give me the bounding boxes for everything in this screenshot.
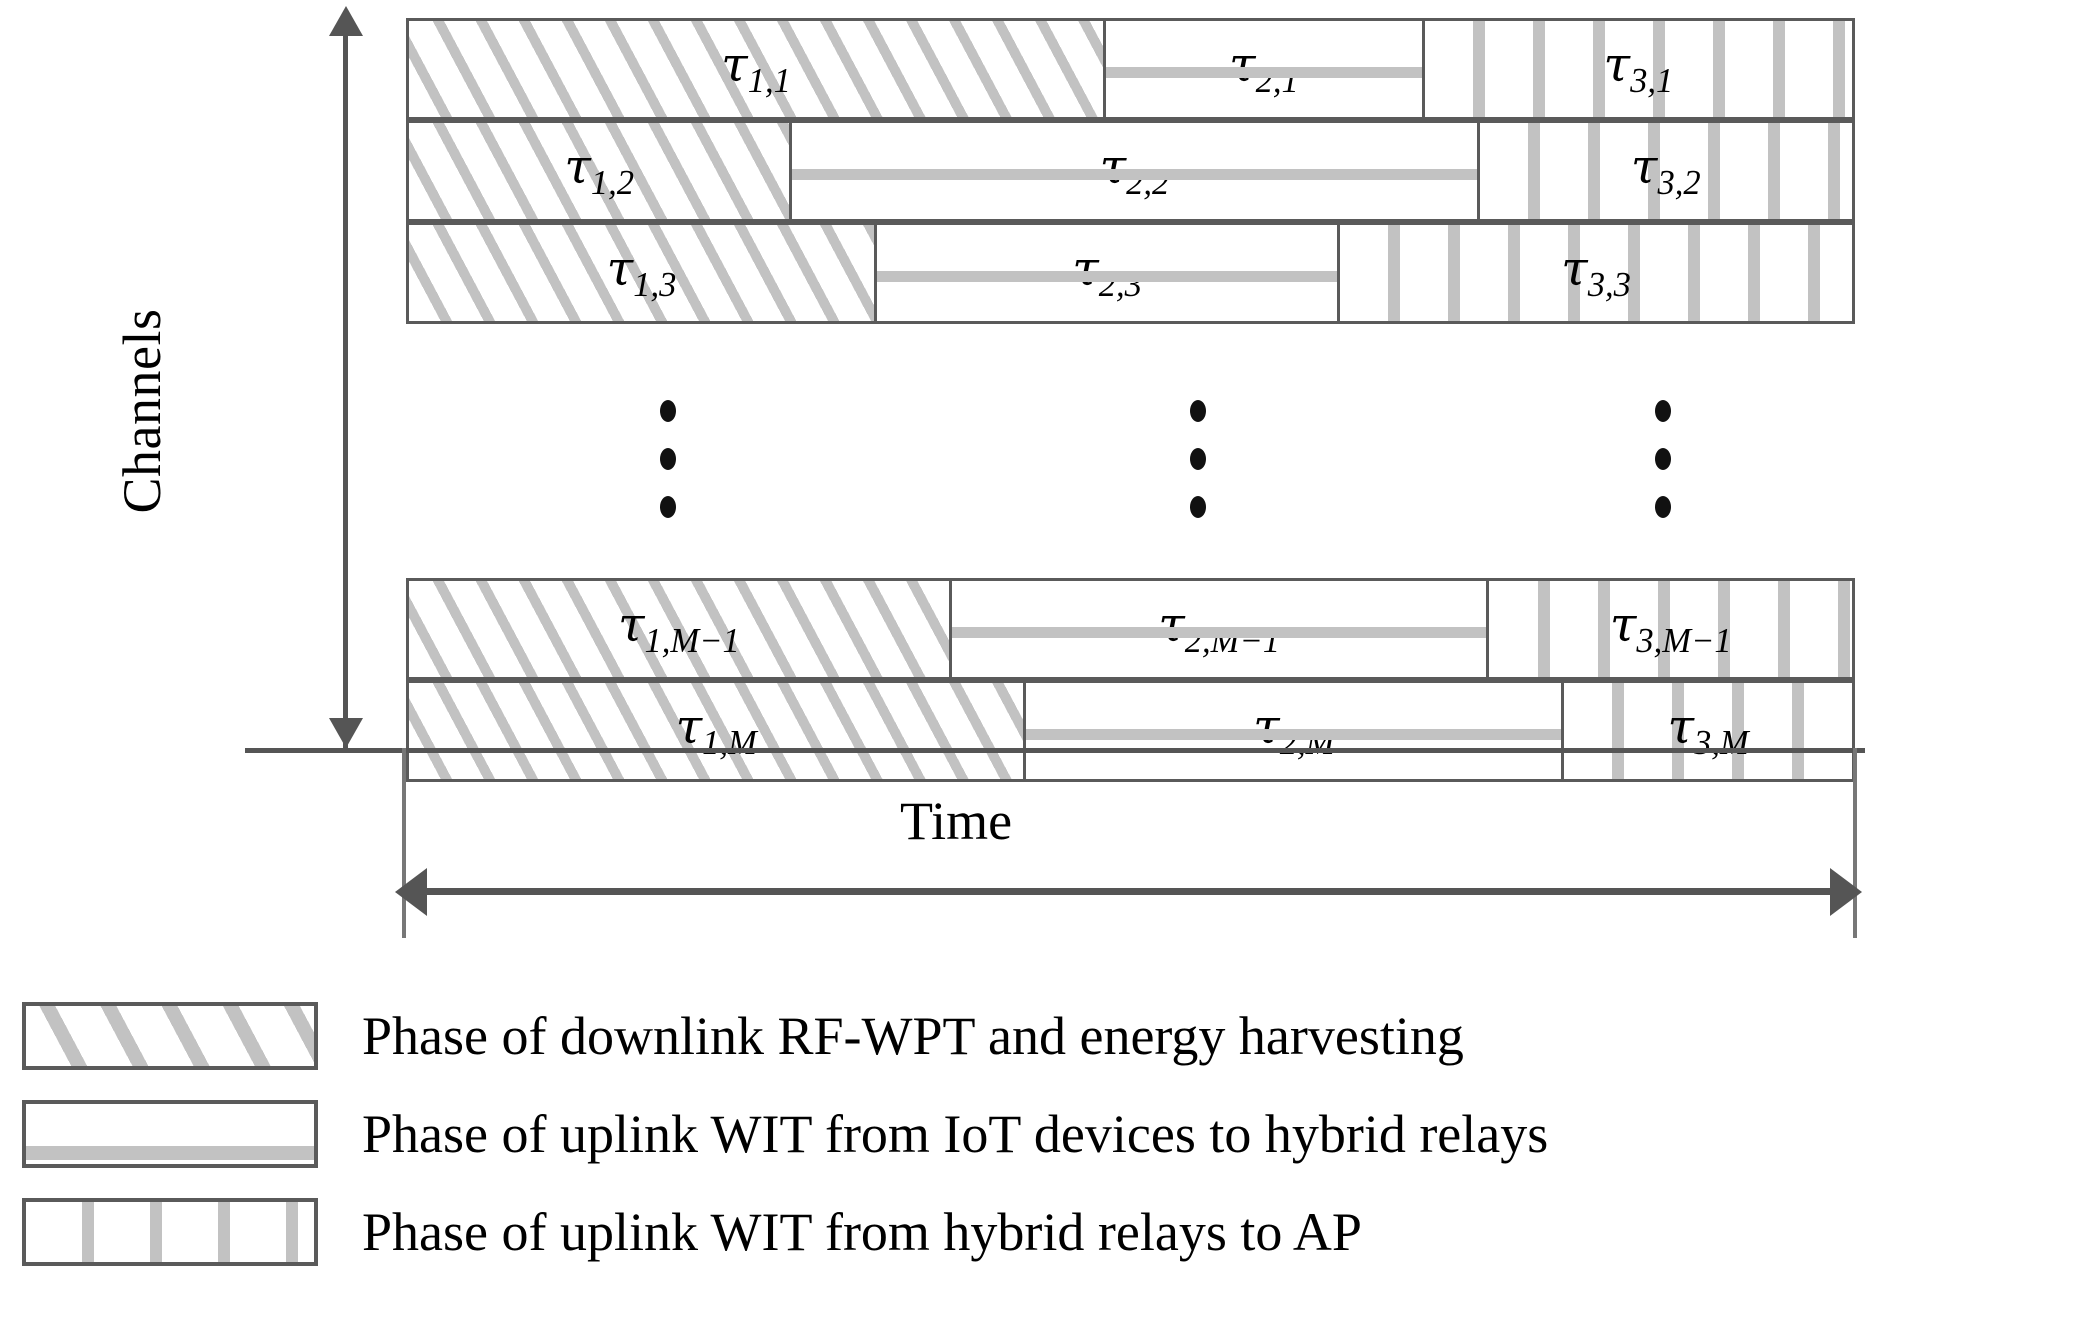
segment-label: 𝜏2,2 bbox=[1099, 141, 1170, 202]
segment-label: 𝜏3,M bbox=[1667, 701, 1749, 762]
legend-item-phase-2: Phase of uplink WIT from IoT devices to … bbox=[22, 1098, 2062, 1170]
channel-row: 𝜏1,3 𝜏2,3 𝜏3,3 bbox=[406, 222, 1855, 324]
segment-label: 𝜏3,3 bbox=[1561, 243, 1631, 304]
channel-row: 𝜏1,1 𝜏2,1 𝜏3,1 bbox=[406, 18, 1855, 120]
vertical-ellipsis bbox=[660, 400, 676, 544]
vertical-bars-swatch-icon bbox=[22, 1198, 318, 1266]
segment-label: 𝜏3,1 bbox=[1603, 39, 1674, 100]
segment-phase-2: 𝜏2,1 bbox=[1106, 21, 1425, 117]
segment-phase-3: 𝜏3,2 bbox=[1479, 123, 1852, 219]
legend-item-phase-3: Phase of uplink WIT from hybrid relays t… bbox=[22, 1196, 2062, 1268]
segment-label: 𝜏2,M bbox=[1253, 701, 1335, 762]
legend-item-phase-1: Phase of downlink RF-WPT and energy harv… bbox=[22, 1000, 2062, 1072]
channels-axis-label: Channels bbox=[112, 308, 172, 514]
segment-label: 𝜏1,M bbox=[675, 701, 757, 762]
time-axis-left-tick bbox=[402, 748, 406, 938]
time-axis-baseline bbox=[245, 748, 1865, 753]
channel-row: 𝜏1,M−1 𝜏2,M−1 𝜏3,M−1 bbox=[406, 578, 1855, 680]
segment-phase-2: 𝜏2,M−1 bbox=[951, 581, 1490, 677]
time-axis-right-tick bbox=[1853, 748, 1857, 938]
segment-phase-1: 𝜏1,2 bbox=[409, 123, 793, 219]
segment-label: 𝜏3,M−1 bbox=[1609, 599, 1732, 660]
channel-row: 𝜏1,M 𝜏2,M 𝜏3,M bbox=[406, 680, 1855, 782]
segment-phase-2: 𝜏2,2 bbox=[792, 123, 1480, 219]
legend-label-phase-1: Phase of downlink RF-WPT and energy harv… bbox=[362, 1006, 1464, 1066]
segment-label: 𝜏3,2 bbox=[1630, 141, 1701, 202]
resource-allocation-diagram: Channels 𝜏1,1 𝜏2,1 𝜏3,1 𝜏1,2 𝜏2,2 𝜏3,2 𝜏1,3 𝜏2,… bbox=[112, 6, 1865, 938]
segment-label: 𝜏2,M−1 bbox=[1158, 599, 1281, 660]
horizontal-rule-swatch-icon bbox=[22, 1100, 318, 1168]
vertical-ellipsis bbox=[1655, 400, 1671, 544]
legend: Phase of downlink RF-WPT and energy harv… bbox=[22, 1000, 2062, 1294]
segment-phase-2: 𝜏2,3 bbox=[877, 225, 1341, 321]
time-axis-arrow-right bbox=[1830, 868, 1862, 916]
segment-label: 𝜏1,3 bbox=[606, 243, 677, 304]
segment-phase-1: 𝜏1,M bbox=[409, 683, 1027, 779]
time-axis-line bbox=[418, 888, 1842, 895]
segment-phase-3: 𝜏3,3 bbox=[1340, 225, 1852, 321]
diagonal-hatch-swatch-icon bbox=[22, 1002, 318, 1070]
channels-axis-line bbox=[343, 28, 348, 748]
segment-label: 𝜏2,3 bbox=[1072, 243, 1142, 304]
legend-label-phase-3: Phase of uplink WIT from hybrid relays t… bbox=[362, 1202, 1362, 1262]
segment-phase-1: 𝜏1,3 bbox=[409, 225, 878, 321]
vertical-ellipsis bbox=[1190, 400, 1206, 544]
channels-axis-arrow-down bbox=[329, 718, 363, 748]
segment-label: 𝜏1,2 bbox=[564, 141, 635, 202]
segment-label: 𝜏1,M−1 bbox=[617, 599, 740, 660]
segment-phase-1: 𝜏1,1 bbox=[409, 21, 1107, 117]
segment-label: 𝜏1,1 bbox=[721, 39, 791, 100]
segment-phase-3: 𝜏3,M−1 bbox=[1489, 581, 1852, 677]
time-axis-label: Time bbox=[900, 791, 1013, 851]
segment-phase-1: 𝜏1,M−1 bbox=[409, 581, 952, 677]
segment-label: 𝜏2,1 bbox=[1229, 39, 1299, 100]
segment-phase-2: 𝜏2,M bbox=[1026, 683, 1565, 779]
segment-phase-3: 𝜏3,M bbox=[1564, 683, 1852, 779]
channel-row: 𝜏1,2 𝜏2,2 𝜏3,2 bbox=[406, 120, 1855, 222]
segment-phase-3: 𝜏3,1 bbox=[1424, 21, 1852, 117]
legend-label-phase-2: Phase of uplink WIT from IoT devices to … bbox=[362, 1104, 1549, 1164]
